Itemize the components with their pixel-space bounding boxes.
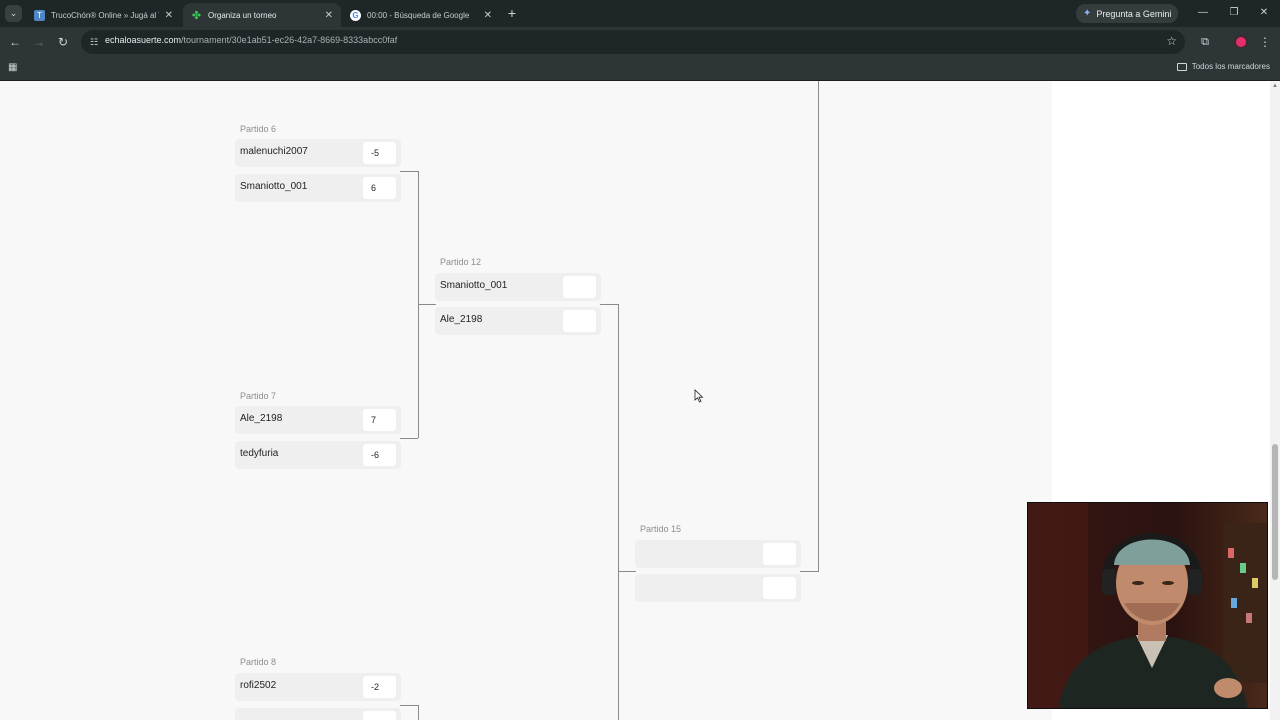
close-window-icon[interactable]: ✕: [1259, 7, 1269, 18]
menu-kebab-icon[interactable]: ⋮: [1259, 35, 1271, 49]
browser-titlebar: ⌄ T TrucoChón® Online » Jugá al Truco ✕ …: [0, 0, 1280, 27]
tab-title: 00:00 - Búsqueda de Google: [367, 10, 470, 20]
close-tab-icon[interactable]: ✕: [324, 9, 333, 21]
mouse-cursor-icon: [694, 389, 704, 403]
score-input[interactable]: 7: [363, 409, 396, 431]
match-label: Partido 6: [240, 124, 277, 134]
match-label: Partido 8: [240, 657, 277, 667]
match-slot[interactable]: [235, 708, 401, 720]
tab-title: Organiza un torneo: [208, 10, 277, 20]
score-input[interactable]: [363, 711, 396, 720]
bracket-connector: [800, 571, 818, 572]
score-input[interactable]: 6: [363, 177, 396, 199]
player-name: tedyfuria: [240, 448, 279, 459]
match-label: Partido 7: [240, 391, 277, 401]
streamer-webcam-image: [1028, 503, 1267, 708]
all-bookmarks-button[interactable]: Todos los marcadores: [1176, 62, 1270, 71]
match-slot[interactable]: Ale_2198: [435, 307, 601, 335]
apps-grid-icon[interactable]: ▦: [8, 62, 18, 73]
match-label: Partido 15: [640, 524, 682, 534]
bracket-connector: [600, 304, 618, 305]
forward-arrow-icon[interactable]: →: [33, 35, 45, 49]
site-info-icon[interactable]: ☷: [89, 37, 99, 47]
webcam-overlay: [1027, 502, 1268, 709]
gemini-button[interactable]: ✦ Pregunta a Gemini: [1076, 4, 1179, 23]
score-input[interactable]: [563, 310, 596, 332]
match-slot[interactable]: [635, 574, 801, 602]
reload-icon[interactable]: ↻: [57, 35, 69, 49]
bracket-connector: [400, 438, 418, 439]
bracket-connector: [818, 81, 819, 572]
tournament-bracket-page: Partido 6 malenuchi2007 -5 Smaniotto_001…: [0, 81, 1280, 720]
score-input[interactable]: -5: [363, 142, 396, 164]
gemini-sparkle-icon: ✦: [1083, 8, 1092, 19]
match-slot[interactable]: Ale_2198 7: [235, 406, 401, 434]
player-name: Smaniotto_001: [240, 181, 308, 192]
match-slot[interactable]: tedyfuria -6: [235, 441, 401, 469]
score-input[interactable]: -2: [363, 676, 396, 698]
score-input[interactable]: [563, 276, 596, 298]
scrollbar-thumb[interactable]: [1272, 444, 1278, 580]
bracket-connector: [418, 705, 419, 720]
bracket-connector: [618, 571, 636, 572]
close-tab-icon[interactable]: ✕: [164, 9, 173, 21]
page-scrollbar[interactable]: ▲: [1270, 81, 1280, 720]
google-favicon-icon: G: [350, 9, 361, 21]
player-name: Ale_2198: [240, 413, 283, 424]
tab-search-chevron-icon[interactable]: ⌄: [5, 5, 22, 22]
player-name: malenuchi2007: [240, 146, 308, 157]
match-slot[interactable]: Smaniotto_001 6: [235, 174, 401, 202]
address-bar[interactable]: ☷ echaloasuerte.com/tournament/30e1ab51-…: [81, 30, 1185, 54]
score-input[interactable]: -6: [363, 444, 396, 466]
profile-avatar[interactable]: [1234, 35, 1248, 49]
player-name: rofi2502: [240, 680, 277, 691]
trucochon-favicon-icon: T: [34, 9, 45, 21]
bookmark-star-icon[interactable]: ☆: [1166, 34, 1177, 48]
url-path: /tournament/30e1ab51-ec26-42a7-8669-8333…: [181, 35, 398, 45]
restore-icon[interactable]: ❐: [1229, 7, 1239, 18]
player-name: Ale_2198: [440, 314, 483, 325]
extensions-puzzle-icon[interactable]: ⧉: [1201, 36, 1209, 48]
folder-icon: [1176, 62, 1187, 71]
score-input[interactable]: [763, 577, 796, 599]
new-tab-plus-icon[interactable]: +: [507, 5, 517, 21]
tab-organiza-un-torneo[interactable]: ✤ Organiza un torneo ✕: [183, 3, 341, 27]
clover-favicon-icon: ✤: [191, 9, 202, 22]
all-bookmarks-label: Todos los marcadores: [1191, 62, 1270, 71]
player-name: Smaniotto_001: [440, 280, 508, 291]
bracket-connector: [400, 171, 418, 172]
bracket-connector: [400, 705, 418, 706]
minimize-icon[interactable]: —: [1198, 7, 1208, 18]
tab-trucochon[interactable]: T TrucoChón® Online » Jugá al Truco ✕: [26, 3, 181, 27]
url-text: echaloasuerte.com/tournament/30e1ab51-ec…: [105, 35, 397, 45]
gemini-label: Pregunta a Gemini: [1096, 8, 1172, 19]
bracket-connector: [418, 304, 436, 305]
tab-google-search[interactable]: G 00:00 - Búsqueda de Google ✕: [342, 3, 500, 27]
match-label: Partido 12: [440, 257, 482, 267]
tab-title: TrucoChón® Online » Jugá al Truco: [51, 10, 159, 20]
match-slot[interactable]: rofi2502 -2: [235, 673, 401, 701]
bracket-connector: [618, 304, 619, 720]
close-tab-icon[interactable]: ✕: [483, 9, 492, 21]
match-slot[interactable]: malenuchi2007 -5: [235, 139, 401, 167]
url-domain: echaloasuerte.com: [105, 35, 182, 45]
scroll-up-arrow-icon[interactable]: ▲: [1272, 83, 1278, 89]
match-slot[interactable]: Smaniotto_001: [435, 273, 601, 301]
back-arrow-icon[interactable]: ←: [9, 35, 21, 49]
score-input[interactable]: [763, 543, 796, 565]
match-slot[interactable]: [635, 540, 801, 568]
bookmarks-bar: ▦ Todos los marcadores: [0, 57, 1280, 81]
browser-toolbar: ← → ↻ ☷ echaloasuerte.com/tournament/30e…: [0, 27, 1280, 57]
